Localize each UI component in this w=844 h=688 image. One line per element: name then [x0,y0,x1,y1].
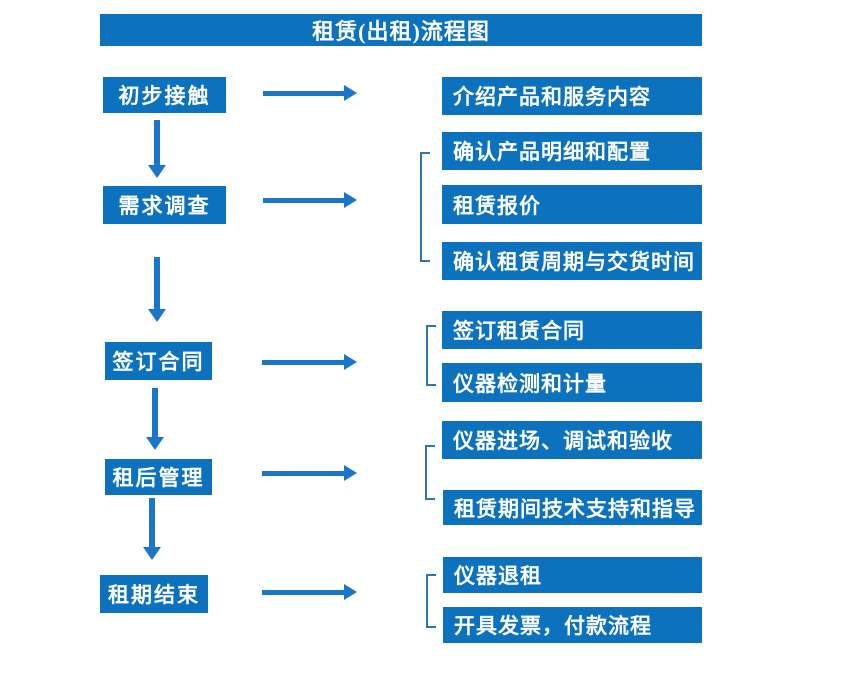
group-bracket-icon [426,574,436,628]
detail-box-confirm-details: 确认产品明细和配置 [442,132,702,170]
stage-box-demand-survey: 需求调查 [103,186,226,224]
detail-box-instrument-setup: 仪器进场、调试和验收 [442,421,702,459]
down-arrow-stem [154,120,160,165]
group-bracket-icon [425,445,435,500]
detail-box-rental-quote: 租赁报价 [442,185,702,224]
detail-box-instrument-return: 仪器退租 [443,557,702,593]
right-arrow-icon [262,584,357,600]
right-arrow-icon [263,192,357,208]
detail-box-introduce-products: 介绍产品和服务内容 [442,77,702,115]
down-arrow-stem [154,257,160,309]
detail-box-confirm-period: 确认租赁周期与交货时间 [442,242,702,280]
right-arrow-stem [262,589,344,595]
down-arrow-stem [152,388,158,437]
down-arrow-icon [148,257,166,322]
right-arrow-head [344,584,357,600]
flowchart-title: 租赁(出租)流程图 [100,14,702,46]
detail-box-sign-rental-contract: 签订租赁合同 [442,311,702,349]
right-arrow-head [344,192,357,208]
right-arrow-stem [263,197,344,203]
right-arrow-icon [263,85,357,101]
stage-box-sign-contract: 签订合同 [105,342,212,380]
down-arrow-head [148,309,166,322]
detail-box-tech-support: 租赁期间技术支持和指导 [443,490,702,525]
right-arrow-stem [263,90,344,96]
right-arrow-head [344,465,357,481]
right-arrow-head [344,85,357,101]
detail-box-instrument-testing: 仪器检测和计量 [442,363,702,402]
group-bracket-icon [426,325,436,386]
stage-box-post-rental: 租后管理 [105,459,212,495]
down-arrow-head [148,165,166,178]
down-arrow-head [143,547,161,560]
down-arrow-icon [143,498,161,560]
group-bracket-icon [420,152,430,262]
right-arrow-head [344,354,357,370]
down-arrow-icon [146,388,164,450]
right-arrow-stem [262,470,344,476]
detail-box-invoice-payment: 开具发票，付款流程 [443,607,702,643]
right-arrow-stem [262,359,344,365]
down-arrow-stem [149,498,155,547]
down-arrow-icon [148,120,166,178]
stage-box-rental-end: 租期结束 [100,575,208,613]
right-arrow-icon [262,465,357,481]
stage-box-initial-contact: 初步接触 [103,77,226,113]
right-arrow-icon [262,354,357,370]
down-arrow-head [146,437,164,450]
